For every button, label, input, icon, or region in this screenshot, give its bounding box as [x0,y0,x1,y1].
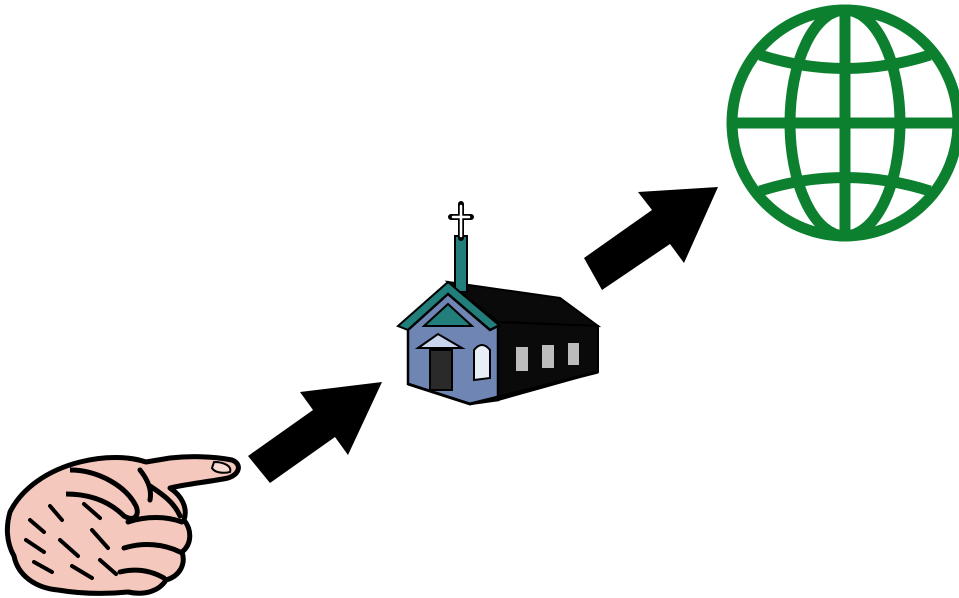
church-icon [398,204,598,404]
arrow-icon [584,187,718,290]
globe-icon [732,10,958,236]
church-front-window [474,345,490,380]
church-door [430,350,452,390]
arrow-church-to-globe [584,187,718,290]
arrow-icon [248,382,382,483]
church-window [542,345,554,368]
arrow-hand-to-church [248,382,382,483]
church-window [516,347,528,371]
pointing-hand-icon [7,457,238,594]
church-window [568,343,579,365]
church-steeple [455,236,467,292]
church-cross-fill [453,206,469,236]
